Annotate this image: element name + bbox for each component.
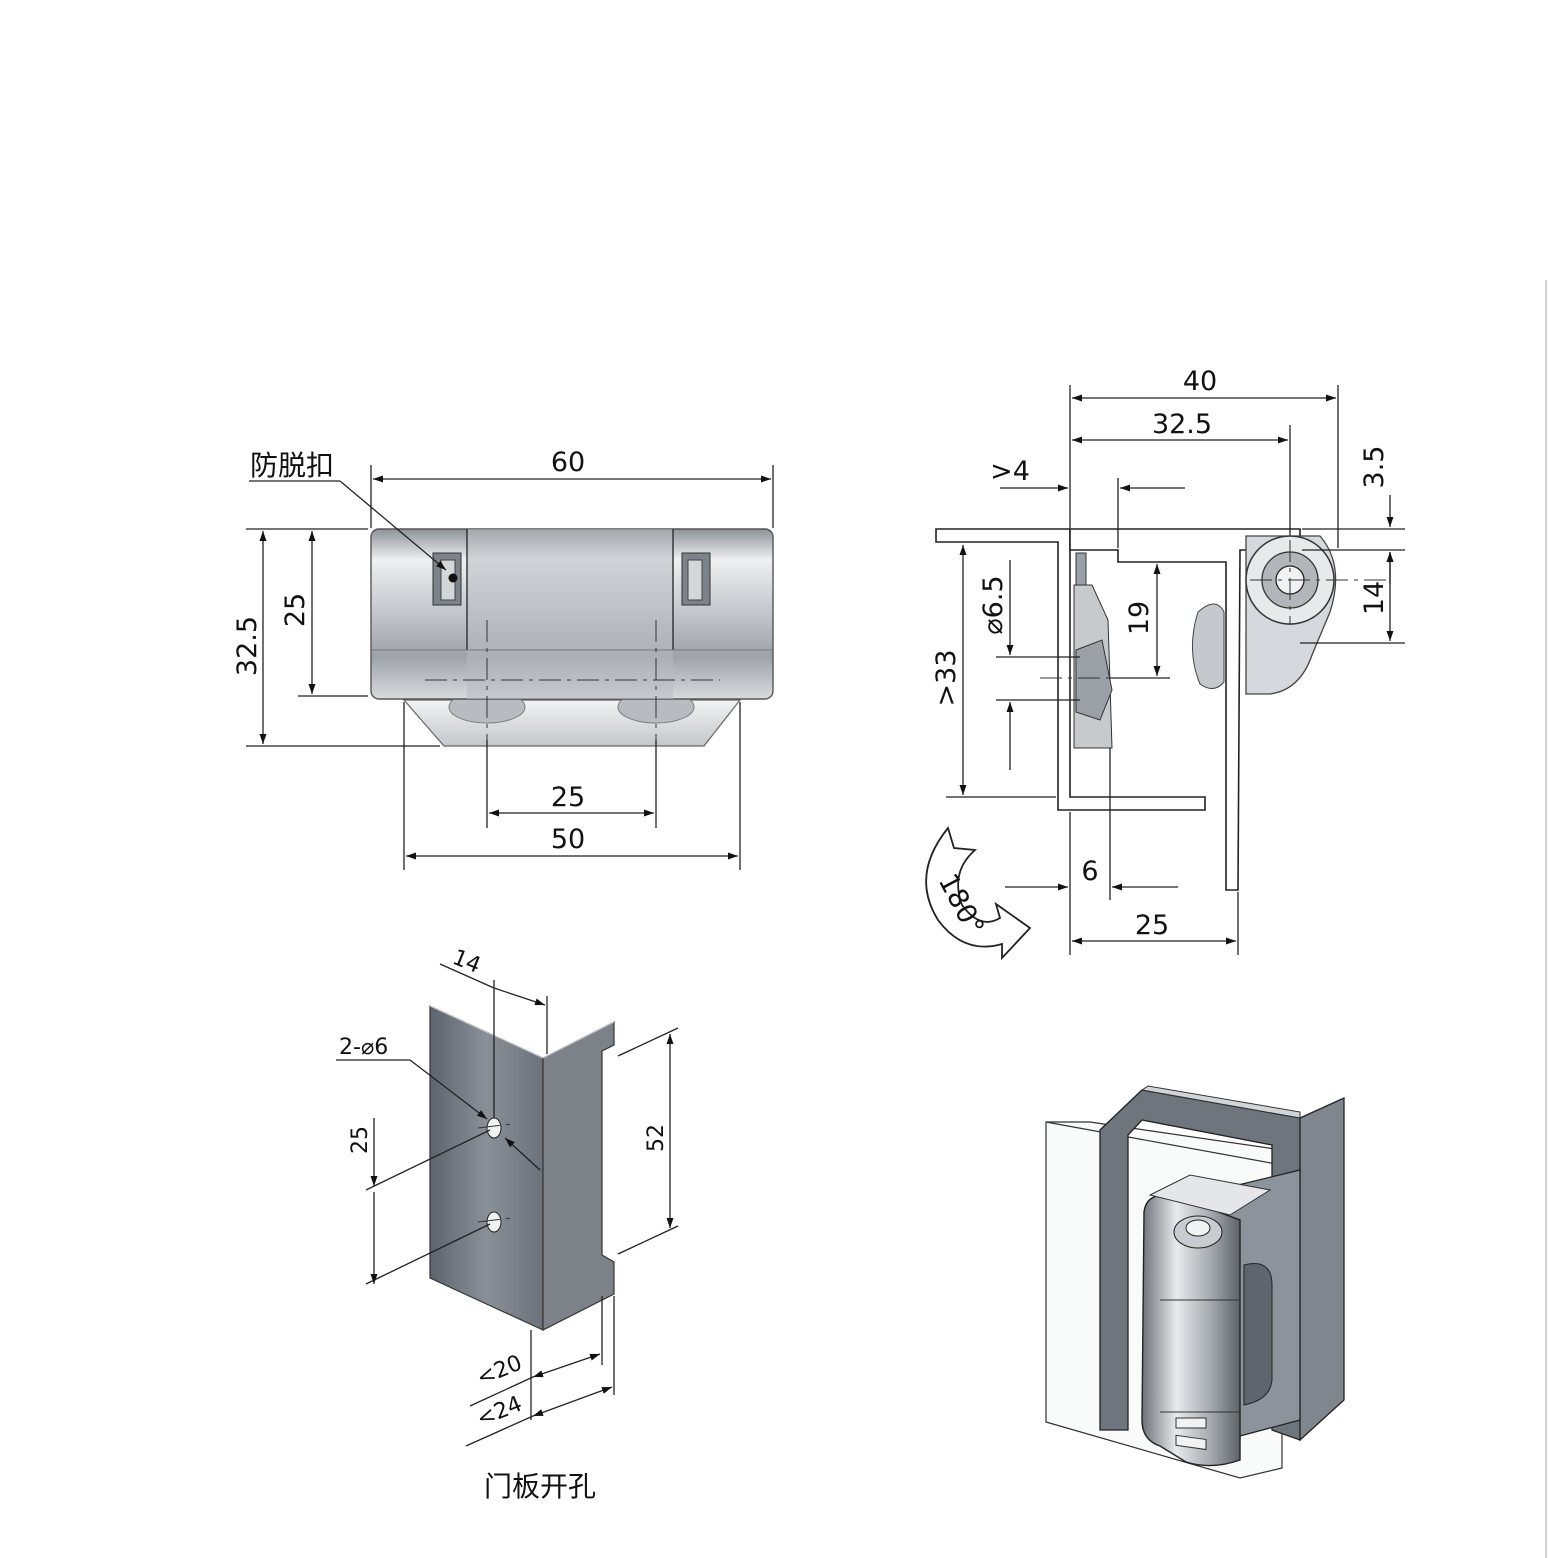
dim-2-phi-6: 2-⌀6	[339, 1035, 388, 1060]
dim-32-5: 32.5	[232, 616, 263, 676]
frame-side-flange	[1299, 1096, 1345, 1442]
screw-head	[1191, 603, 1225, 689]
knuckle-top	[1148, 1174, 1272, 1216]
dim-phi-6-5: ⌀6.5	[978, 575, 1009, 634]
anti-release-pin	[448, 573, 458, 583]
hinge-center-leaf	[467, 529, 673, 699]
dim-lt24: <24	[473, 1392, 525, 1433]
dim-25-height: 25	[280, 593, 311, 627]
door-panel-face	[429, 1005, 544, 1331]
dim-lt20: <20	[473, 1351, 525, 1392]
dim-25-door: 25	[348, 1126, 373, 1154]
front-view-dimensions: 60 32.5 25 25 50 防脱扣	[232, 447, 774, 870]
anti-release-notch-upper	[1175, 1434, 1207, 1451]
dim-40: 40	[1183, 366, 1217, 397]
dim-50: 50	[551, 824, 585, 855]
dim-gt4: >4	[990, 456, 1030, 487]
door-panel-return	[542, 1021, 615, 1331]
dim-32-5-side: 32.5	[1152, 409, 1212, 440]
dim-25-side: 25	[1135, 910, 1169, 941]
dim-60: 60	[551, 447, 585, 478]
dim-25-pitch: 25	[551, 782, 585, 813]
dim-6: 6	[1081, 856, 1098, 887]
dim-14: 14	[1359, 581, 1390, 615]
door-cutout-dimensions: 14 2-⌀6 25 52 <20 <24 门板开孔	[336, 945, 679, 1503]
hinge-isometric-view	[1045, 1085, 1345, 1479]
anti-release-notch-lower	[1175, 1417, 1207, 1429]
hinge-front-view	[370, 528, 774, 747]
door-hole-lower	[486, 1211, 502, 1233]
door-hole-upper	[486, 1117, 502, 1139]
anti-release-label: 防脱扣	[250, 449, 334, 482]
door-cutout-caption: 门板开孔	[484, 1470, 596, 1503]
dim-3-5: 3.5	[1359, 446, 1390, 489]
hinge-side-view	[935, 528, 1392, 891]
hinge-knuckle	[1141, 1194, 1241, 1467]
door-panel-cutout	[429, 1005, 615, 1331]
frame-profile	[935, 528, 1206, 811]
leaf-slot	[1243, 1263, 1273, 1406]
dim-19: 19	[1124, 601, 1155, 635]
dim-52: 52	[644, 1124, 669, 1152]
dim-14-door: 14	[449, 945, 484, 979]
dim-gt33: >33	[931, 650, 962, 707]
side-view-dimensions: 40 32.5 >4 3.5 14 19 ⌀6.5 >33	[925, 366, 1405, 961]
rotation-arrow-icon	[925, 826, 1032, 961]
